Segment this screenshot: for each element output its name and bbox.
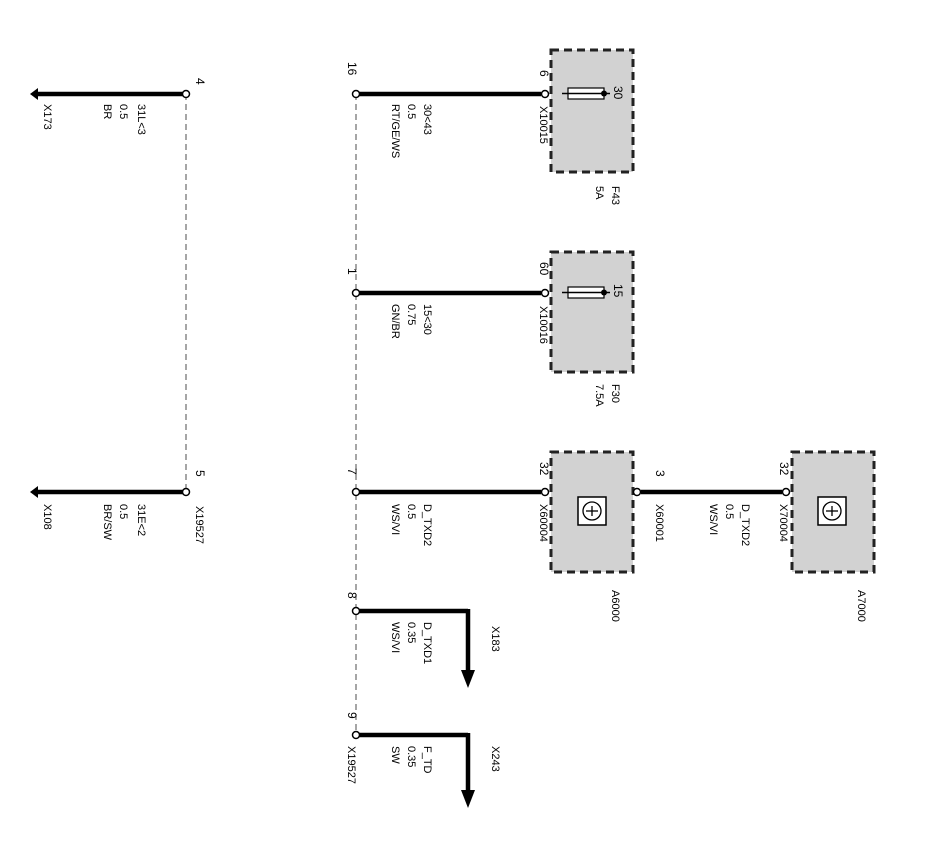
left-bottom-gauge: 0.5 bbox=[117, 504, 129, 519]
wire-1-gauge: 0.75 bbox=[405, 304, 417, 325]
pin-16: 16 bbox=[345, 62, 359, 76]
terminal-60 bbox=[540, 288, 550, 298]
wire-1: 1 60 15<30 0.75 GN/BR X10016 bbox=[345, 262, 551, 344]
left-bottom-signal: 31E<2 bbox=[135, 504, 147, 536]
left-bottom-pin: 5 bbox=[193, 470, 207, 477]
pin-6: 6 bbox=[537, 70, 551, 77]
terminal-7 bbox=[351, 487, 361, 497]
pin-8: 8 bbox=[345, 592, 359, 599]
left-bottom-ground-label: X108 bbox=[41, 504, 53, 530]
left-top-signal: 31L<3 bbox=[135, 104, 147, 135]
wire-8-gauge: 0.35 bbox=[405, 622, 417, 643]
link-color: WS/VI bbox=[707, 504, 719, 535]
link-signal: D_TXD2 bbox=[739, 504, 751, 546]
wire-9: 9 X19527 F_TD 0.35 SW X243 bbox=[345, 712, 501, 808]
fuse-f43: 30 F43 5A bbox=[549, 48, 635, 205]
wire-7-color: WS/VI bbox=[389, 504, 401, 535]
arrow-down-icon bbox=[461, 670, 475, 688]
x60001-label: X60001 bbox=[653, 504, 665, 542]
wire-16-color: RT/GE/WS bbox=[389, 104, 401, 158]
fuse-f30-terminal: 15 bbox=[611, 284, 625, 298]
x10016-label: X10016 bbox=[537, 306, 549, 344]
wire-1-signal: 15<30 bbox=[421, 304, 433, 335]
link-gauge: 0.5 bbox=[723, 504, 735, 519]
wire-9-signal: F_TD bbox=[421, 746, 433, 774]
left-top-gauge: 0.5 bbox=[117, 104, 129, 119]
control-unit-icon bbox=[577, 496, 607, 526]
wire-9-color: SW bbox=[389, 746, 401, 764]
terminal-left-bottom bbox=[181, 487, 191, 497]
wire-7: 7 32 D_TXD2 0.5 WS/VI X60004 bbox=[345, 462, 551, 546]
left-top-color: BR bbox=[101, 104, 113, 119]
wire-8-color: WS/VI bbox=[389, 622, 401, 653]
fuse-f43-terminal: 30 bbox=[611, 86, 625, 100]
pin-3: 3 bbox=[653, 470, 667, 477]
pin-1: 1 bbox=[345, 268, 359, 275]
center-connector-label: X19527 bbox=[345, 746, 357, 784]
x70004-label: X70004 bbox=[777, 504, 789, 542]
wire-8-signal: D_TXD1 bbox=[421, 622, 433, 664]
arrow-down-icon bbox=[461, 790, 475, 808]
wire-9-gauge: 0.35 bbox=[405, 746, 417, 767]
wire-7-signal: D_TXD2 bbox=[421, 504, 433, 546]
pin-60: 60 bbox=[537, 262, 551, 276]
module-a6000-name: A6000 bbox=[609, 590, 621, 622]
module-a7000: A7000 bbox=[790, 450, 876, 622]
x60004-label: X60004 bbox=[537, 504, 549, 542]
fuse-f30: 15 F30 7.5A bbox=[549, 250, 635, 407]
terminal-32-a6000 bbox=[540, 487, 550, 497]
pin-7: 7 bbox=[345, 468, 359, 475]
wire-16-gauge: 0.5 bbox=[405, 104, 417, 119]
x243-label: X243 bbox=[489, 746, 501, 772]
wire-1-color: GN/BR bbox=[389, 304, 401, 339]
fuse-f43-rating: 5A bbox=[593, 186, 605, 200]
fuse-contact bbox=[601, 90, 607, 97]
left-bottom-color: BR/SW bbox=[101, 504, 113, 541]
module-a6000: A6000 bbox=[549, 450, 635, 622]
x183-label: X183 bbox=[489, 626, 501, 652]
left-cable: 4 X173 31L<3 0.5 BR 5 X19527 X108 31E<2 … bbox=[30, 78, 207, 544]
fuse-f30-rating: 7.5A bbox=[593, 384, 605, 407]
fuse-f43-box bbox=[549, 48, 635, 174]
control-unit-icon bbox=[817, 496, 847, 526]
terminal-32-a7000 bbox=[781, 487, 791, 497]
link-a6000-a7000: 3 32 X60001 D_TXD2 0.5 WS/VI X70004 bbox=[632, 462, 791, 546]
wire-7-gauge: 0.5 bbox=[405, 504, 417, 519]
module-a7000-name: A7000 bbox=[855, 590, 867, 622]
ground-icon bbox=[30, 88, 38, 100]
fuse-contact bbox=[601, 289, 607, 296]
pin-32-a7000: 32 bbox=[777, 462, 791, 476]
terminal-9 bbox=[351, 730, 361, 740]
fuse-f30-box bbox=[549, 250, 635, 374]
x10015-label: X10015 bbox=[537, 106, 549, 144]
left-top-pin: 4 bbox=[193, 78, 207, 85]
wire-16: 16 6 30<43 0.5 RT/GE/WS X10015 bbox=[345, 62, 551, 158]
fuse-f30-name: F30 bbox=[609, 384, 621, 403]
left-bottom-connector: X19527 bbox=[193, 506, 205, 544]
terminal-8 bbox=[351, 606, 361, 616]
terminal-1 bbox=[351, 288, 361, 298]
pin-32-a6000: 32 bbox=[537, 462, 551, 476]
terminal-left-top bbox=[181, 89, 191, 99]
terminal-3 bbox=[632, 487, 642, 497]
terminal-16 bbox=[351, 89, 361, 99]
left-top-ground-label: X173 bbox=[41, 104, 53, 130]
wire-8: 8 D_TXD1 0.35 WS/VI X183 bbox=[345, 592, 501, 688]
pin-9: 9 bbox=[345, 712, 359, 719]
ground-icon bbox=[30, 486, 38, 498]
terminal-6 bbox=[540, 89, 550, 99]
fuse-f43-name: F43 bbox=[609, 186, 621, 205]
wire-16-signal: 30<43 bbox=[421, 104, 433, 135]
